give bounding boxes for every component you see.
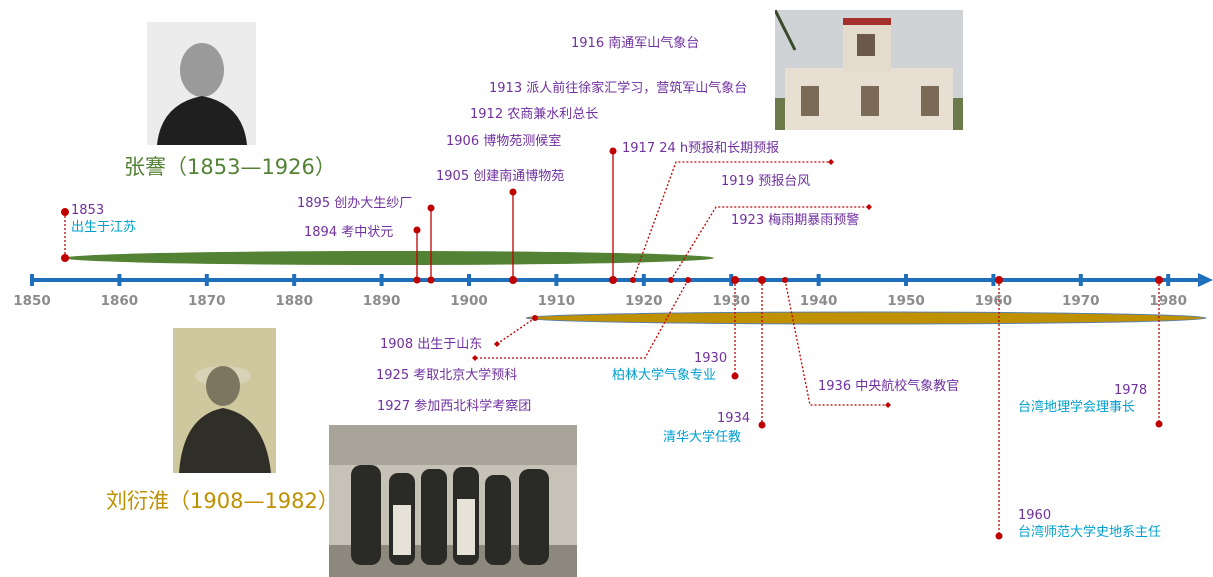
event-1930-year: 1930 — [694, 351, 728, 366]
axis-year-label-1850: 1850 — [13, 293, 51, 309]
marker-1853-bar — [61, 254, 69, 262]
marker-1908-end — [494, 341, 500, 347]
marker-1936-end — [885, 402, 891, 408]
event-1908: 1908 出生于山东 — [380, 337, 483, 352]
marker-1853-top — [61, 208, 69, 216]
event-1916: 1916 南通军山气象台 — [571, 36, 700, 51]
leader-1919 — [632, 161, 831, 281]
expedition-group-photo — [329, 425, 577, 577]
event-1960-text: 台湾师范大学史地系主任 — [1018, 525, 1162, 540]
marker-1936-axis — [782, 277, 788, 283]
event-1978-text: 台湾地理学会理事长 — [1018, 400, 1136, 415]
liu-lifespan-bar — [525, 311, 1207, 325]
axis-year-label-1920: 1920 — [625, 293, 663, 309]
marker-1905 — [509, 188, 517, 196]
marker-1930 — [731, 372, 739, 380]
axis-tick-1850 — [30, 274, 34, 286]
axis-tick-1880 — [292, 274, 297, 286]
axis-tick-1940 — [816, 274, 821, 286]
axis-tick-1870 — [204, 274, 209, 286]
axis-year-label-1880: 1880 — [275, 293, 313, 309]
event-1853-year: 1853 — [71, 203, 105, 218]
marker-1894 — [413, 226, 421, 234]
axis-arrow — [1198, 273, 1213, 287]
axis-tick-1960 — [991, 274, 996, 286]
axis-tick-1980 — [1166, 274, 1171, 286]
event-1919: 1919 预报台风 — [721, 174, 811, 189]
axis-year-label-1860: 1860 — [100, 293, 139, 309]
axis-tick-1900 — [467, 274, 471, 286]
event-1905: 1905 创建南通博物苑 — [436, 169, 565, 184]
zhang-lifespan-bar — [64, 251, 714, 265]
marker-1934-axis — [758, 276, 766, 284]
observatory-photo — [775, 10, 963, 130]
marker-1895-axis — [427, 276, 435, 284]
marker-1978-axis — [1155, 276, 1163, 284]
marker-1960 — [995, 532, 1003, 540]
axis-year-label-1940: 1940 — [799, 293, 838, 309]
axis-year-label-1900: 1900 — [450, 293, 488, 309]
marker-1905-axis — [509, 276, 517, 284]
marker-1925-axis — [685, 277, 691, 283]
event-1925: 1925 考取北京大学预科 — [376, 368, 518, 383]
marker-1908-bar — [532, 315, 538, 321]
event-1923: 1923 梅雨期暴雨预警 — [731, 213, 860, 228]
leader-1925 — [475, 279, 689, 359]
marker-1919-end — [828, 159, 834, 165]
axis-year-label-1870: 1870 — [188, 293, 226, 309]
event-1912: 1912 农商兼水利总长 — [470, 107, 599, 122]
leader-1923 — [670, 206, 869, 281]
marker-1923-end — [866, 204, 872, 210]
event-1917: 1917 24 h预报和长期预报 — [622, 141, 780, 156]
axis-tick-1970 — [1078, 274, 1083, 286]
event-1960-year: 1960 — [1018, 508, 1052, 523]
axis-tick-1890 — [379, 274, 384, 286]
event-1934-year: 1934 — [717, 411, 751, 426]
event-1895: 1895 创办大生纱厂 — [297, 196, 413, 211]
zhang-jian-name: 张謇（1853—1926） — [124, 155, 336, 179]
axis-tick-1910 — [554, 274, 559, 286]
zhang-jian-portrait-photo — [147, 22, 256, 145]
event-1853-text: 出生于江苏 — [71, 220, 137, 235]
marker-1923-axis — [668, 277, 674, 283]
axis-tick-1950 — [904, 274, 908, 286]
axis-tick-1920 — [641, 274, 646, 286]
event-1906: 1906 博物苑测候室 — [446, 134, 562, 149]
event-1978-year: 1978 — [1114, 383, 1148, 398]
marker-1894-axis — [413, 276, 421, 284]
event-1936: 1936 中央航校气象教官 — [818, 379, 960, 394]
marker-1895 — [427, 204, 435, 212]
marker-1934 — [758, 421, 766, 429]
marker-1919-axis — [630, 277, 636, 283]
liu-yanhuai-portrait-photo — [173, 328, 276, 473]
marker-1916 — [609, 147, 617, 155]
event-1930-text: 柏林大学气象专业 — [612, 368, 717, 383]
event-1927: 1927 参加西北科学考察团 — [377, 399, 532, 414]
event-1913: 1913 派人前往徐家汇学习，营筑军山气象台 — [489, 81, 748, 96]
axis-year-label-1980: 1980 — [1149, 293, 1187, 309]
leader-1908 — [496, 317, 536, 345]
marker-1960-axis — [995, 276, 1003, 284]
marker-1916-axis — [609, 276, 617, 284]
liu-yanhuai-name: 刘衍淮（1908—1982） — [106, 489, 339, 513]
axis-year-label-1950: 1950 — [887, 293, 925, 309]
marker-1978 — [1155, 420, 1163, 428]
axis-year-label-1910: 1910 — [537, 293, 576, 309]
axis-year-label-1930: 1930 — [712, 293, 750, 309]
marker-1930-axis — [731, 276, 739, 284]
event-1894: 1894 考中状元 — [304, 225, 394, 240]
axis-year-label-1970: 1970 — [1062, 293, 1100, 309]
axis-year-label-1890: 1890 — [362, 293, 401, 309]
axis-tick-1860 — [117, 274, 122, 286]
axis-year-label-1960: 1960 — [974, 293, 1013, 309]
marker-1925-end — [472, 355, 478, 361]
event-1934-text: 清华大学任教 — [663, 430, 742, 445]
